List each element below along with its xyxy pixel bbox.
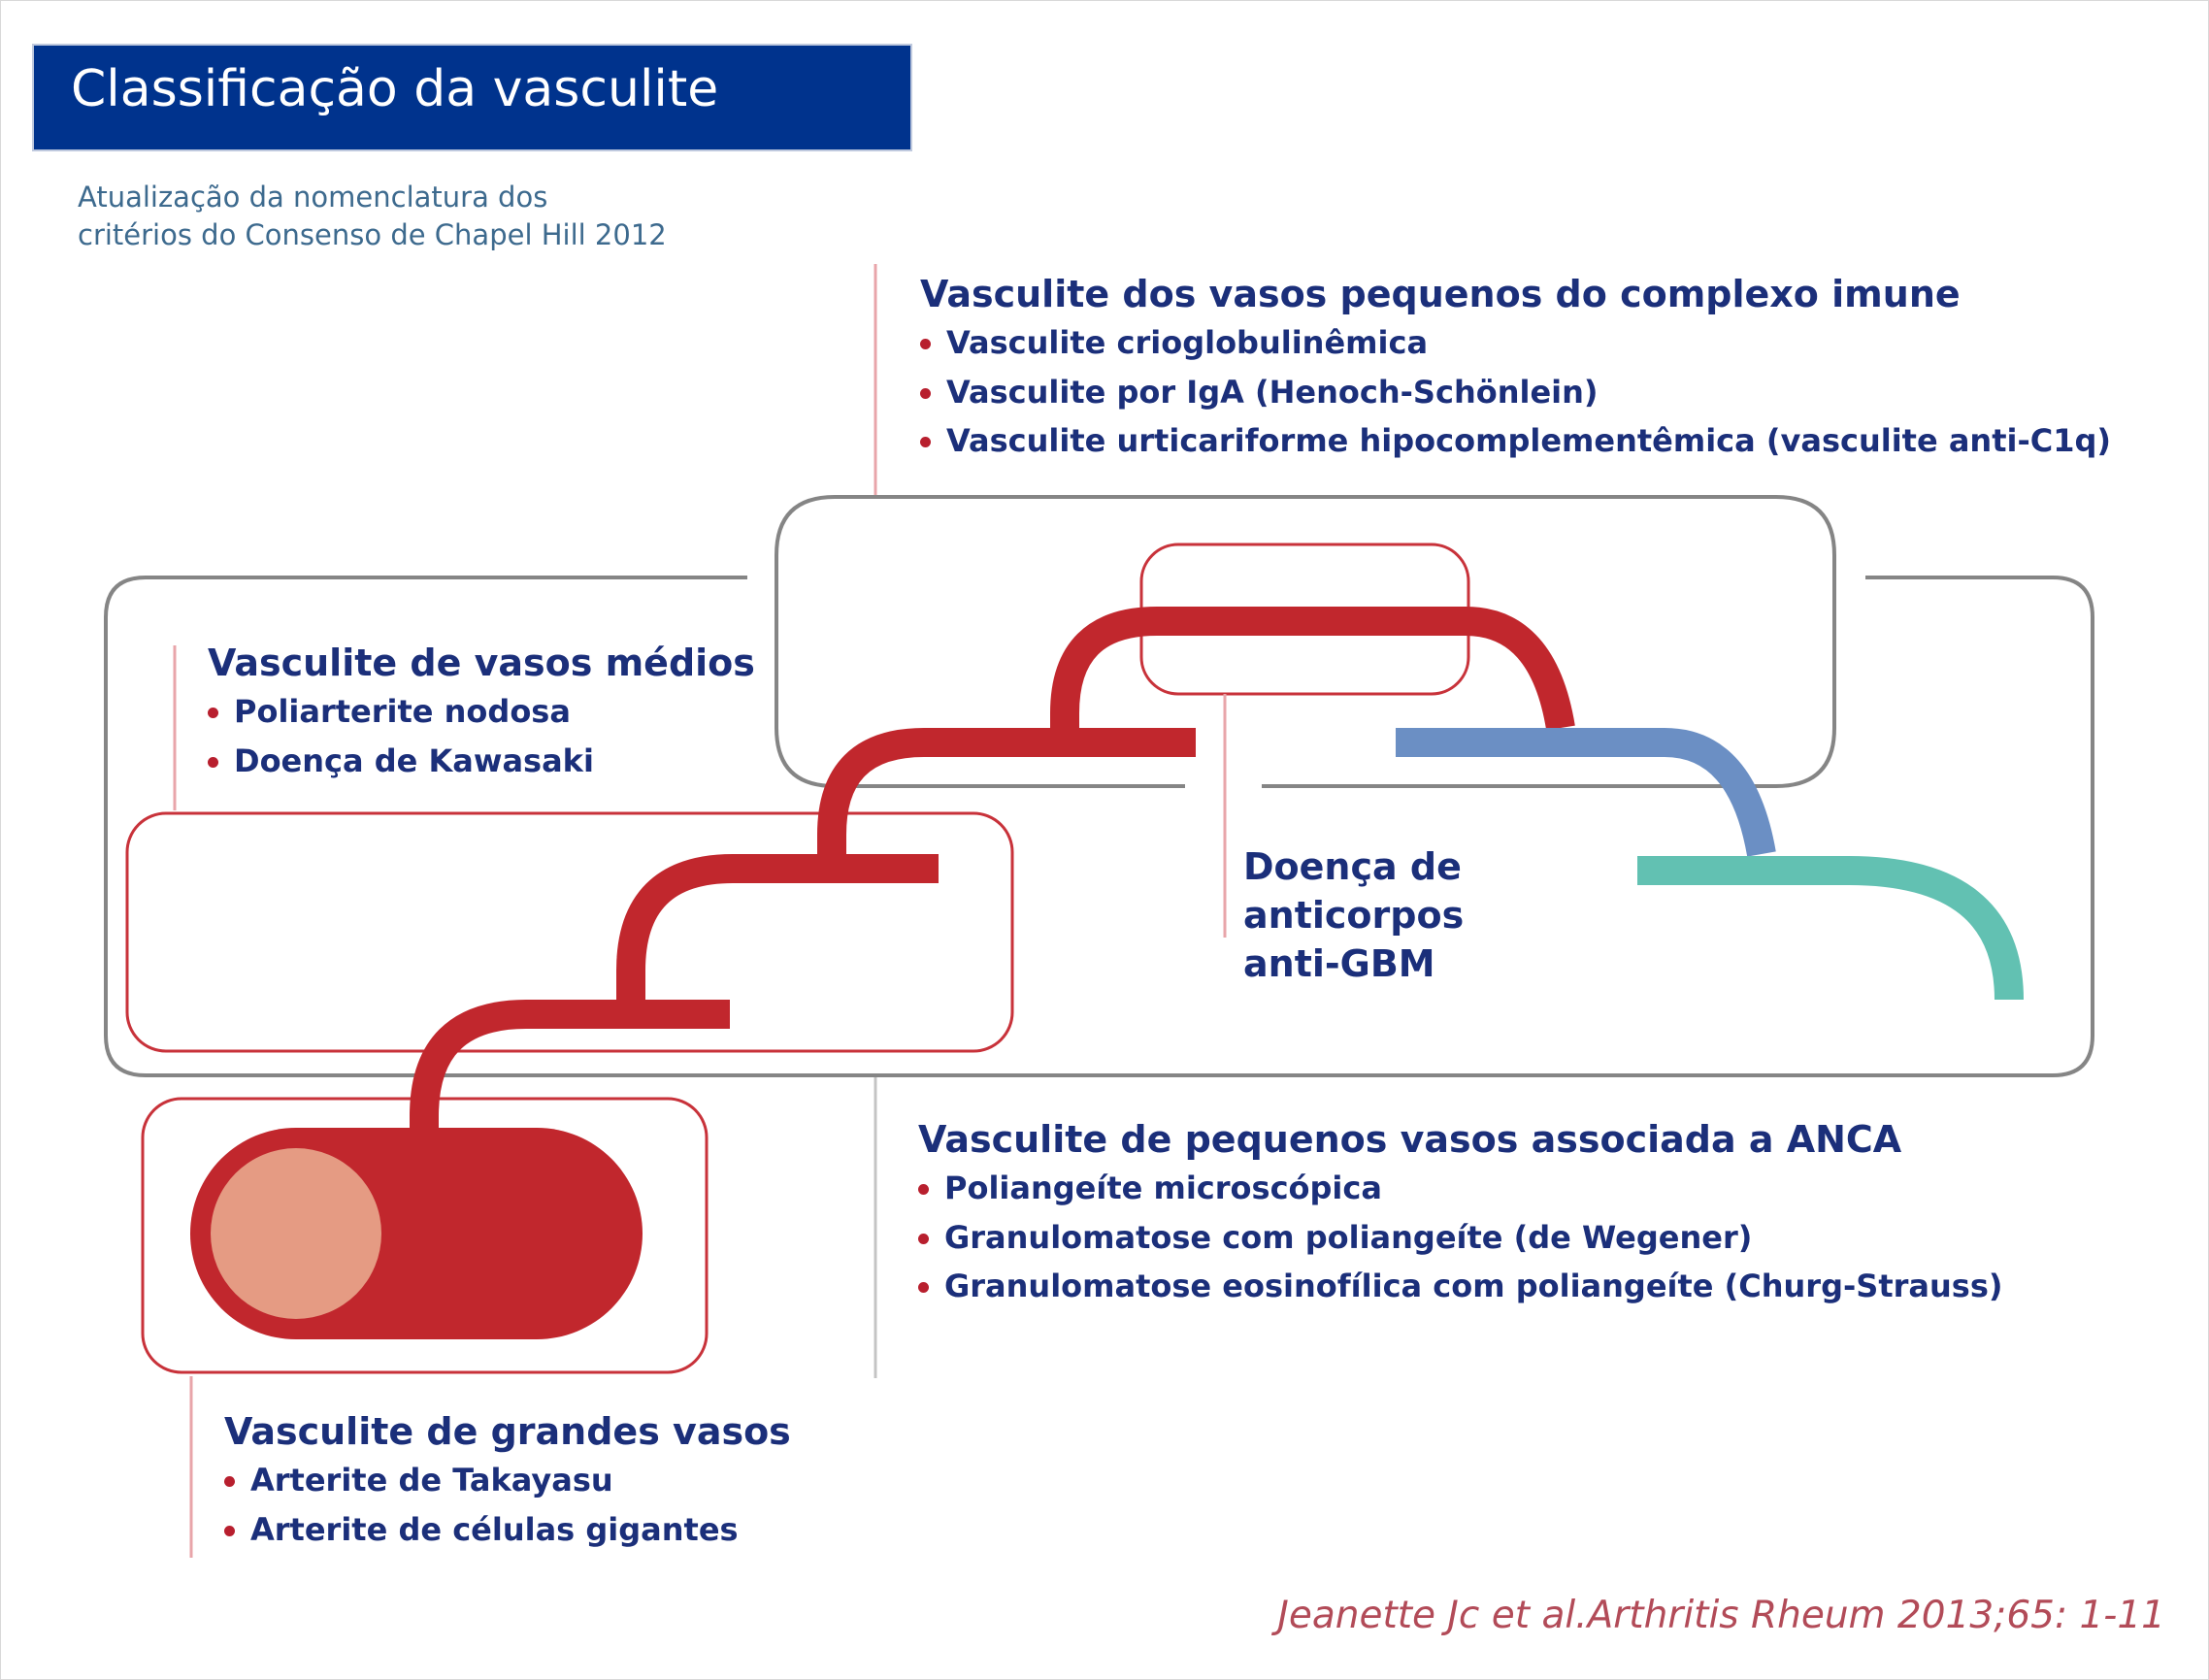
vessel-teal-venule xyxy=(1637,856,2024,1001)
bullet-icon xyxy=(208,756,218,768)
list-item: Poliangeíte microscópica xyxy=(918,1164,2002,1213)
group-anca: Vasculite de pequenos vasos associada a … xyxy=(918,1115,2002,1311)
bullet-icon xyxy=(920,387,931,399)
bullet-icon xyxy=(920,437,931,447)
bullet-icon xyxy=(918,1282,929,1293)
bullet-icon xyxy=(224,1525,235,1536)
bullet-icon xyxy=(920,339,931,349)
bullet-icon xyxy=(918,1233,929,1244)
page-title: Classificação da vasculite xyxy=(71,60,719,118)
list-item: Poliarterite nodosa xyxy=(208,687,755,737)
list-item: Arterite de células gigantes xyxy=(224,1505,791,1555)
vessel-blue-capillary xyxy=(1396,728,1776,857)
vessel-red-segment-2 xyxy=(616,854,939,1014)
group-anca-title: Vasculite de pequenos vasos associada a … xyxy=(918,1118,1902,1161)
group-large-vessel: Vasculite de grandes vasos Arterite de T… xyxy=(224,1407,791,1554)
group-anti-gbm-title-line-3: anti-GBM xyxy=(1243,942,1435,985)
group-medium-vessel-title: Vasculite de vasos médios xyxy=(208,642,755,684)
bullet-icon xyxy=(224,1476,235,1487)
vessel-red-aorta-branch xyxy=(410,1000,730,1134)
list-item: Vasculite urticariforme hipocomplementêm… xyxy=(920,416,2111,466)
bullet-icon xyxy=(918,1184,929,1195)
small-vessel-bracket xyxy=(104,576,2094,1077)
group-medium-vessel: Vasculite de vasos médios Poliarterite n… xyxy=(208,639,755,785)
group-anti-gbm-title-line-1: Doença de xyxy=(1243,845,1462,888)
list-item: Arterite de Takayasu xyxy=(224,1456,791,1505)
group-anti-gbm-title-line-2: anticorpos xyxy=(1243,894,1465,937)
subtitle-line-1: Atualização da nomenclatura dos xyxy=(78,181,548,214)
subtitle-line-2: critérios do Consenso de Chapel Hill 201… xyxy=(78,218,667,251)
list-item: Doença de Kawasaki xyxy=(208,737,755,786)
immune-complex-bracket xyxy=(775,495,1836,788)
vessel-aorta-lumen xyxy=(211,1148,381,1319)
bullet-icon xyxy=(208,708,218,718)
list-item: Vasculite por IgA (Henoch-Schönlein) xyxy=(920,368,2111,417)
vessel-red-segment-3 xyxy=(817,728,1196,869)
group-anti-gbm: Doença de anticorpos anti-GBM xyxy=(1243,842,1464,988)
list-item: Vasculite crioglobulinêmica xyxy=(920,318,2111,368)
list-item: Granulomatose com poliangeíte (de Wegene… xyxy=(918,1213,2002,1263)
citation: Jeanette Jc et al.Arthritis Rheum 2013;6… xyxy=(1277,1594,2165,1637)
title-bar: Classificação da vasculite xyxy=(32,44,912,151)
list-item: Granulomatose eosinofílica com poliangeí… xyxy=(918,1262,2002,1311)
group-immune-complex: Vasculite dos vasos pequenos do complexo… xyxy=(920,270,2111,466)
vessel-red-segment-4 xyxy=(1050,607,1575,742)
group-immune-complex-title: Vasculite dos vasos pequenos do complexo… xyxy=(920,273,1961,315)
medium-vessel-bracket xyxy=(125,811,1014,1053)
group-large-vessel-title: Vasculite de grandes vasos xyxy=(224,1410,791,1453)
